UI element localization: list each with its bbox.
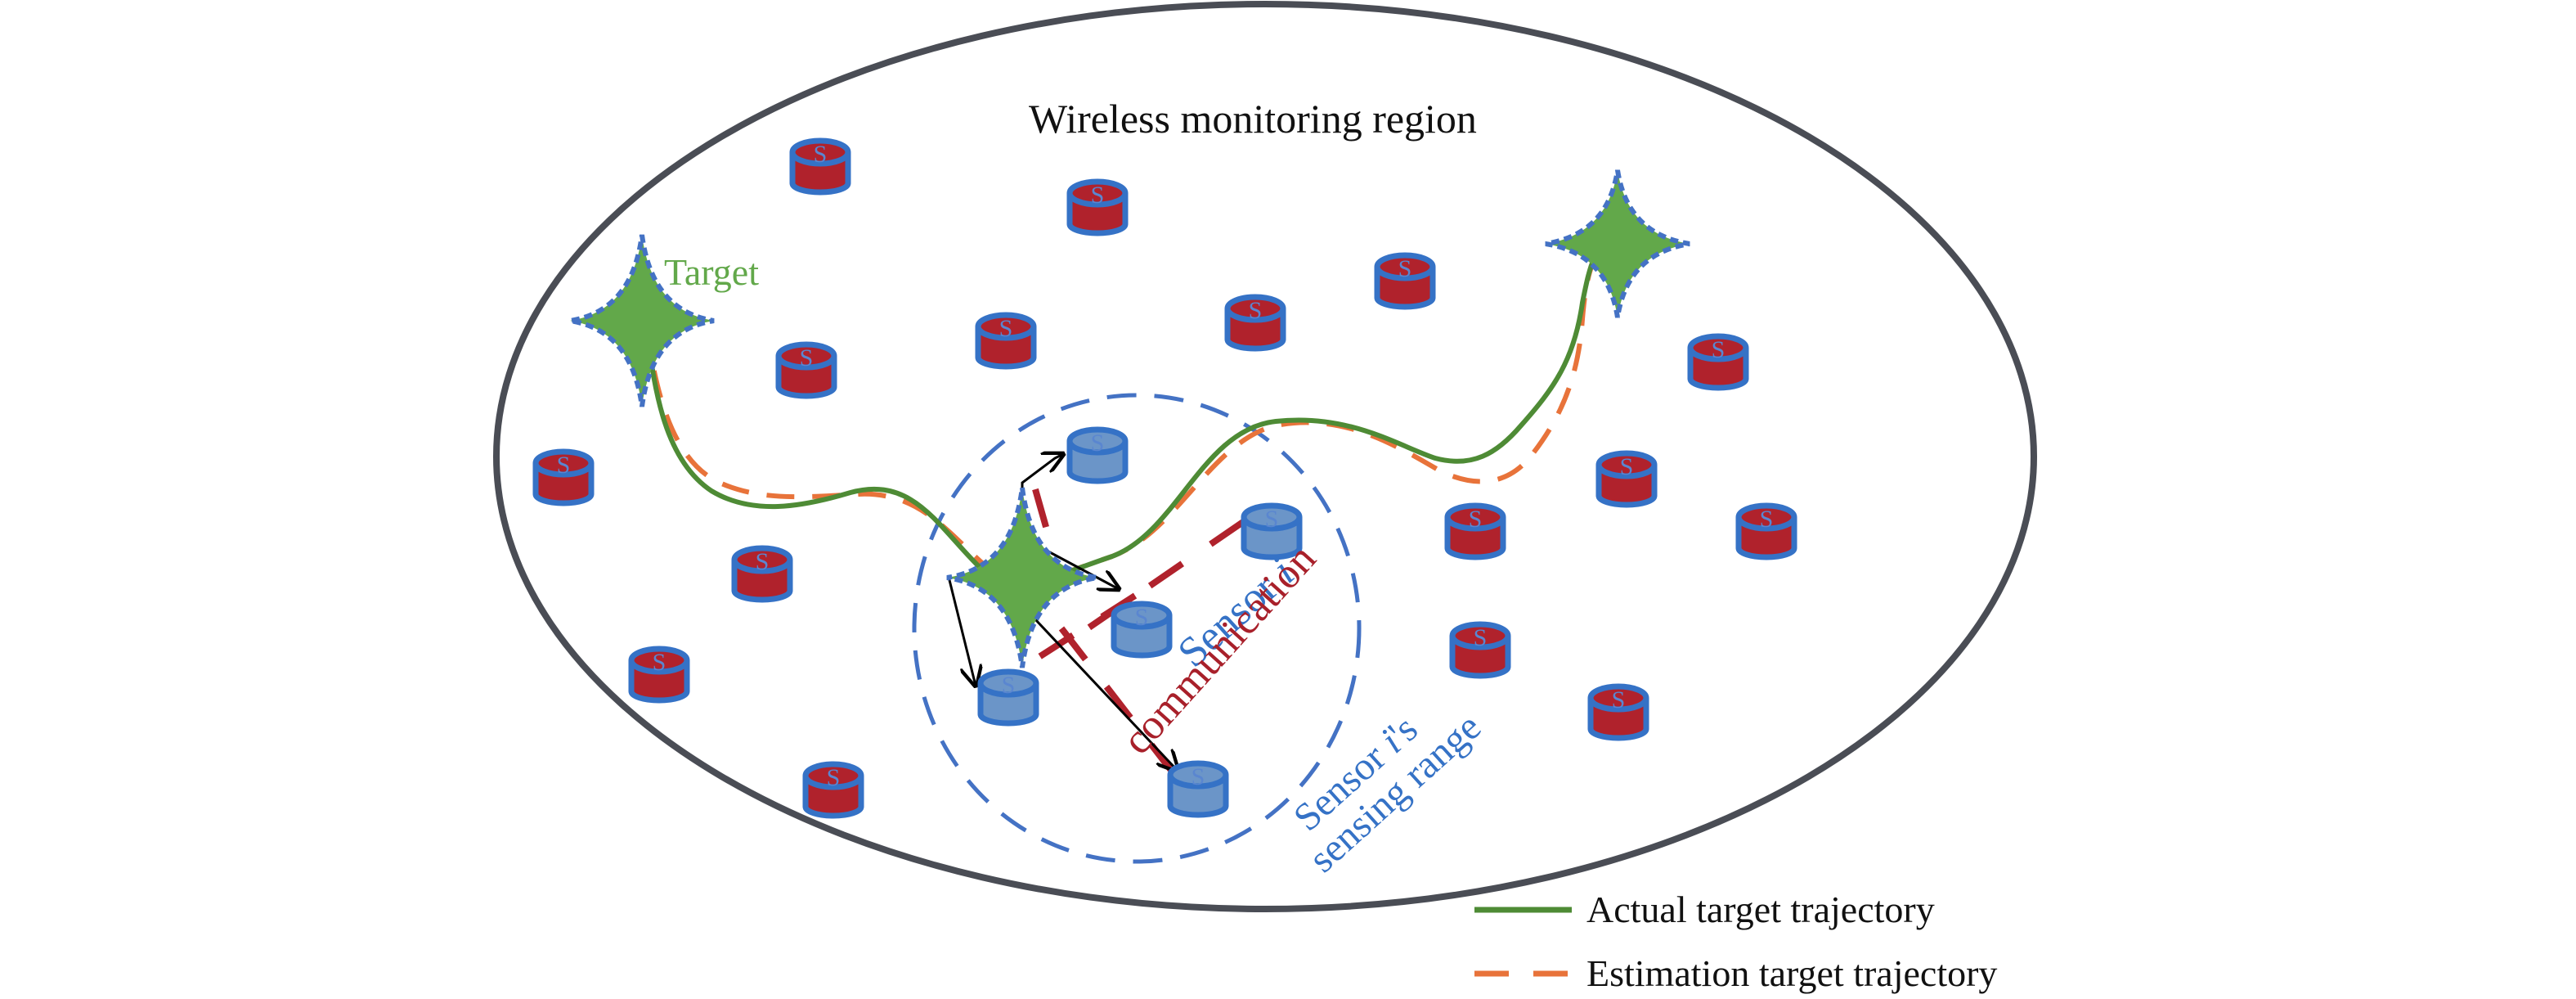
- sensor-glyph: S: [1249, 297, 1263, 324]
- sensor-glyph: S: [1469, 506, 1483, 533]
- idle-sensor: S: [1687, 333, 1749, 391]
- sensor-glyph: S: [827, 764, 841, 791]
- target-marker-icon: [1545, 169, 1690, 318]
- sensor-glyph: S: [1474, 624, 1488, 651]
- idle-sensor: S: [628, 646, 690, 704]
- arrow-to-sensor: [1021, 604, 1178, 771]
- idle-sensor: S: [775, 341, 837, 399]
- idle-sensor: S: [802, 761, 864, 819]
- target-label: Target: [664, 251, 759, 293]
- sensor-glyph: S: [814, 141, 828, 168]
- idle-sensor: S: [1444, 502, 1506, 560]
- active-sensor: S: [977, 668, 1039, 727]
- comm-link: [1058, 626, 1204, 811]
- legend-actual-label: Actual target trajectory: [1586, 889, 1935, 930]
- idle-sensor: S: [1374, 252, 1436, 310]
- idle-sensor: S: [975, 312, 1037, 370]
- idle-sensor: S: [1449, 621, 1511, 679]
- sensor-glyph: S: [557, 452, 571, 479]
- active-sensor: S: [1241, 502, 1303, 560]
- sensor-glyph: S: [999, 315, 1013, 342]
- idle-sensor: S: [1735, 502, 1797, 560]
- target-marker-icon: [569, 234, 715, 407]
- arrow-to-sensor: [947, 576, 976, 686]
- active-sensor: S: [1111, 601, 1173, 659]
- idle-sensor: S: [1224, 294, 1286, 352]
- idle-sensor: S: [731, 545, 793, 603]
- target-marker-icon: [946, 487, 1098, 668]
- arrow-to-sensor: [1021, 454, 1063, 489]
- sensor-glyph: S: [1712, 336, 1726, 363]
- legend: Actual target trajectory Estimation targ…: [1474, 889, 1997, 994]
- sensor-glyph: S: [756, 548, 770, 575]
- idle-sensor: S: [789, 137, 851, 196]
- sensor-glyph: S: [1002, 672, 1016, 699]
- sensor-glyph: S: [653, 649, 666, 676]
- sensor-glyph: S: [1760, 506, 1774, 533]
- sensors-layer: S S S S S S S S S S S S S S S S S S S S S: [532, 137, 1797, 819]
- region-title: Wireless monitoring region: [1029, 96, 1477, 142]
- sensor-glyph: S: [1620, 453, 1634, 480]
- active-sensor: S: [1167, 760, 1229, 818]
- idle-sensor: S: [1587, 683, 1649, 741]
- arrow-to-sensor: [1046, 549, 1119, 589]
- sensing-range-circle: [912, 393, 1362, 864]
- sensor-glyph: S: [1612, 686, 1626, 713]
- active-sensor: S: [1066, 426, 1129, 484]
- actual-trajectory: [644, 240, 1616, 586]
- targets-layer: [569, 169, 1690, 668]
- sensor-glyph: S: [1398, 255, 1412, 282]
- idle-sensor: S: [1595, 450, 1658, 508]
- sensing-arrows: [947, 454, 1178, 771]
- sensor-glyph: S: [1091, 430, 1105, 457]
- sensor-glyph: S: [1135, 604, 1149, 631]
- legend-estimation-label: Estimation target trajectory: [1586, 952, 1997, 994]
- idle-sensor: S: [532, 448, 595, 506]
- idle-sensor: S: [1066, 178, 1129, 236]
- sensor-glyph: S: [800, 344, 814, 371]
- sensor-glyph: S: [1265, 506, 1279, 533]
- sensor-glyph: S: [1091, 182, 1105, 209]
- sensor-glyph: S: [1192, 763, 1205, 790]
